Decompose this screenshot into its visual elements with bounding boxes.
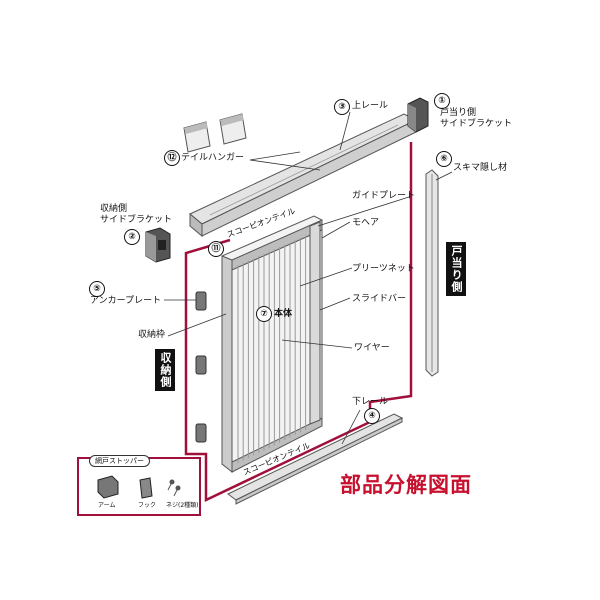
- label-wire: ワイヤー: [354, 343, 390, 353]
- label-slide-bar: スライドバー: [352, 294, 407, 304]
- callout-3-number: ③: [334, 99, 350, 115]
- callout-6-label: スキマ隠し材: [453, 163, 508, 173]
- label-pleats-net: プリーツネット: [352, 264, 415, 274]
- page-title: 部品分解図面: [340, 473, 472, 497]
- assembly-outline: [184, 142, 413, 502]
- main-body: [221, 215, 323, 474]
- callout-11-number: ⑪: [208, 241, 224, 257]
- stopper-title: 網戸ストッパー: [89, 455, 150, 467]
- callout-4-label: 下レール: [352, 397, 389, 407]
- callout-12-label: テイルハンガー: [181, 153, 245, 163]
- anchor-plates: [195, 291, 207, 443]
- tag-door-side: 戸当り側: [446, 242, 466, 296]
- leader-lines: [164, 111, 453, 445]
- stopper-item-screws: ネジ(2種類): [166, 502, 199, 509]
- callout-7-number: ⑦: [256, 306, 272, 322]
- callout-6-number: ⑥: [436, 151, 452, 167]
- callout-5-number: ⑤: [89, 281, 105, 297]
- door-side-bracket: [407, 97, 429, 133]
- lower-rail: [227, 413, 404, 505]
- callout-7-label: 本体: [274, 309, 293, 319]
- callout-1-label-a: 戸当り側: [440, 108, 477, 118]
- label-storage-frame: 収納枠: [138, 330, 166, 340]
- stopper-item-hook: フック: [138, 502, 157, 509]
- callout-4-number: ④: [364, 408, 380, 424]
- callout-5-label: アンカープレート: [90, 296, 162, 306]
- label-guide-plate: ガイドプレート: [352, 191, 416, 201]
- callout-1-number: ①: [434, 93, 450, 109]
- tail-hangers: [183, 113, 321, 171]
- callout-12-number: ⑫: [164, 150, 180, 166]
- stopper-box-outline: [77, 457, 201, 516]
- callout-1-label-b: サイドブラケット: [440, 119, 513, 129]
- gap-cover: [425, 169, 439, 377]
- stopper-item-arm: アーム: [98, 502, 116, 509]
- callout-2-number: ②: [124, 229, 140, 245]
- callout-3-label: 上レール: [352, 101, 389, 111]
- tag-storage-side: 収納側: [155, 349, 175, 391]
- label-mohair: モヘア: [352, 218, 380, 228]
- stopper-parts: [97, 475, 181, 499]
- storage-side-bracket: [145, 227, 171, 263]
- callout-2-label-b: サイドブラケット: [100, 215, 173, 225]
- callout-2-label-a: 収納側: [100, 204, 128, 214]
